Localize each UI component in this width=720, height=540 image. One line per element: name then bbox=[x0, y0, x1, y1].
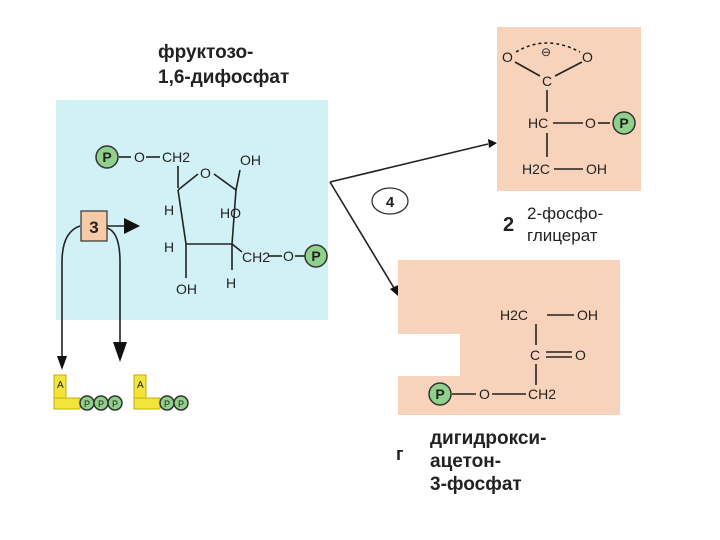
fbp-h-left-upper: H bbox=[164, 202, 174, 218]
pg-hc: HC bbox=[528, 115, 548, 131]
dhap-name-line2: ацетон- bbox=[430, 451, 502, 472]
fbp-ring-oxygen: O bbox=[200, 165, 211, 181]
step-4-ellipse bbox=[371, 187, 409, 215]
dhap-panel-notch bbox=[398, 334, 460, 376]
svg-text:P: P bbox=[84, 399, 90, 409]
pg-phosphate-icon bbox=[612, 111, 636, 135]
step-3-label: 3 bbox=[89, 218, 98, 237]
fbp-phosphate-right-icon bbox=[304, 244, 328, 268]
pg-o-left: O bbox=[502, 49, 513, 65]
atp-arrow bbox=[61, 225, 81, 358]
dhap-o: O bbox=[479, 386, 490, 402]
pg-o: O bbox=[585, 115, 596, 131]
arrow-to-dhap-icon bbox=[390, 285, 398, 296]
fbp-phosphate-left-label: P bbox=[102, 149, 111, 165]
fbp-panel bbox=[56, 100, 328, 320]
dhap-name-line1: дигидрокси- bbox=[430, 428, 547, 449]
svg-text:A: A bbox=[137, 380, 144, 391]
dhap-name-line3: 3-фосфат bbox=[430, 474, 522, 495]
step-4-label: 4 bbox=[386, 194, 395, 211]
dhap-left-mark: г bbox=[396, 444, 404, 464]
pg-charge: ⊖ bbox=[541, 45, 551, 59]
pg-name-line1: 2-фосфо- bbox=[527, 204, 604, 223]
fbp-h-bottom: H bbox=[226, 275, 236, 291]
dhap-h2c: H2C bbox=[500, 307, 528, 323]
fbp-o-left: O bbox=[134, 149, 145, 165]
fbp-ch2-right: CH2 bbox=[242, 249, 270, 265]
fbp-title-line2: 1,6-дифосфат bbox=[158, 67, 290, 88]
fbp-ch2-left: CH2 bbox=[162, 149, 190, 165]
pg-h2c: H2C bbox=[522, 161, 550, 177]
svg-text:P: P bbox=[98, 399, 104, 409]
fbp-title-line1: фруктозо- bbox=[158, 42, 254, 63]
fbp-h-left-lower: H bbox=[164, 239, 174, 255]
atp-arrowhead-icon bbox=[57, 356, 67, 370]
dhap-phosphate-label: P bbox=[435, 386, 444, 402]
fbp-ho-mid: HO bbox=[220, 205, 241, 221]
pg-o-right: O bbox=[582, 49, 593, 65]
dhap-c: C bbox=[530, 347, 540, 363]
pg-coefficient: 2 bbox=[503, 214, 515, 236]
adp-arrowhead-icon bbox=[113, 342, 127, 362]
step-3-arrow-icon bbox=[124, 218, 140, 234]
svg-text:P: P bbox=[178, 399, 184, 409]
svg-text:P: P bbox=[164, 399, 170, 409]
fbp-oh-top: OH bbox=[240, 152, 261, 168]
fbp-phosphate-right-label: P bbox=[311, 248, 320, 264]
fbp-oh-bottom: OH bbox=[176, 281, 197, 297]
svg-text:A: A bbox=[57, 380, 64, 391]
dhap-ch2: CH2 bbox=[528, 386, 556, 402]
adp-arrow bbox=[106, 227, 121, 344]
atp-phosphate-3-icon bbox=[107, 395, 123, 411]
dhap-oh: OH bbox=[577, 307, 598, 323]
fbp-o-right: O bbox=[283, 248, 294, 264]
pg-name-line2: глицерат bbox=[527, 226, 598, 245]
pg-oh: OH bbox=[586, 161, 607, 177]
arrow-to-pg-icon bbox=[488, 139, 497, 148]
pg-panel bbox=[497, 27, 641, 191]
dhap-phosphate-icon bbox=[428, 382, 452, 406]
adp-phosphate-2-icon bbox=[173, 395, 189, 411]
fbp-phosphate-left-icon bbox=[95, 145, 119, 169]
pg-c: C bbox=[542, 73, 552, 89]
pg-phosphate-label: P bbox=[619, 115, 628, 131]
dhap-o-keto: O bbox=[575, 347, 586, 363]
svg-text:P: P bbox=[112, 399, 118, 409]
